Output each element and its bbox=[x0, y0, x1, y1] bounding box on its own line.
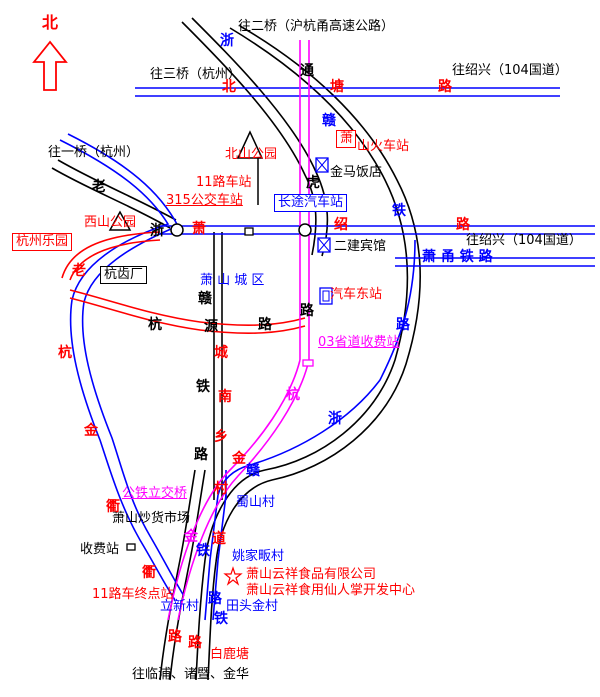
beishan-park-icon bbox=[236, 130, 264, 159]
hangjinqu-road bbox=[59, 139, 176, 601]
zhegan-railway-outer bbox=[207, 25, 421, 681]
road-char-lu-low3: 路 bbox=[208, 591, 222, 607]
road-char-xiao: 萧 bbox=[192, 221, 206, 237]
road-char-tang: 塘 bbox=[330, 79, 344, 95]
road-char-lu-top: 路 bbox=[438, 79, 452, 95]
road-char-tie2: 铁 bbox=[196, 543, 210, 559]
label-company-2: 萧山云祥食用仙人掌开发中心 bbox=[246, 583, 416, 598]
road-char-gan: 赣 bbox=[322, 113, 336, 129]
xishan-park-icon bbox=[108, 210, 132, 231]
road-char-jin2: 金 bbox=[232, 451, 246, 467]
road-char-zhe-top: 浙 bbox=[220, 33, 234, 49]
label-to-yiqiao: 往一桥（杭州） bbox=[48, 145, 140, 160]
xiaoshao-road bbox=[69, 289, 306, 327]
road-char-lu-xiao-y: 路 bbox=[300, 303, 314, 319]
road-char-qu-low: 衢 bbox=[142, 565, 156, 581]
road-char-gan-r: 赣 bbox=[246, 463, 260, 479]
label-to-linpu: 往临浦、诸暨、金华 bbox=[132, 667, 250, 682]
north-arrow-icon bbox=[32, 40, 68, 91]
old-road-west bbox=[51, 167, 171, 229]
road-char-gan-y: 赣 bbox=[198, 291, 212, 307]
label-fried-goods-market: 萧山炒货市场 bbox=[112, 511, 191, 526]
toll-station-icon bbox=[126, 543, 136, 551]
expressway-north-outer bbox=[191, 17, 329, 257]
road-char-cun: 村 bbox=[214, 481, 228, 497]
roundabout-east-icon bbox=[298, 223, 312, 237]
label-gongtie-bridge: 公铁立交桥 bbox=[122, 486, 188, 501]
label-yaojiadai-village: 姚家畈村 bbox=[232, 549, 285, 564]
road-char-hangzhu: 杭 bbox=[148, 317, 162, 333]
label-jinma-hotel: 金马饭店 bbox=[330, 165, 383, 180]
road-char-jin1: 金 bbox=[84, 423, 98, 439]
label-bus315-stop: 315公交车站 bbox=[166, 193, 243, 208]
road-char-lu-hangzhu: 路 bbox=[258, 317, 272, 333]
label-east-bus-station: 汽车东站 bbox=[330, 287, 383, 302]
label-bailutang: 白鹿塘 bbox=[210, 647, 250, 662]
road-char-hang1: 杭 bbox=[58, 345, 72, 361]
road-char-yuan: 源 bbox=[204, 319, 218, 335]
label-lidian-village: 立新村 bbox=[160, 599, 200, 614]
road-char-lao2: 老 bbox=[72, 263, 86, 279]
label-long-distance-station: 长途汽车站 bbox=[274, 194, 348, 212]
road-char-hu: 虎 bbox=[306, 175, 320, 191]
label-erjian-hotel: 二建宾馆 bbox=[334, 239, 387, 254]
label-company-1: 萧山云祥食品有限公司 bbox=[246, 567, 377, 582]
road-char-zhe-r: 浙 bbox=[328, 411, 342, 427]
label-shushan-village: 蜀山村 bbox=[236, 495, 276, 510]
label-hangchi-factory: 杭齿厂 bbox=[100, 266, 148, 284]
road-char-lu-r: 路 bbox=[396, 317, 410, 333]
toll-booth-icon bbox=[302, 359, 314, 367]
road-char-tong: 通 bbox=[300, 63, 314, 79]
roundabout-west-icon bbox=[170, 223, 184, 237]
road-char-tie: 铁 bbox=[392, 203, 406, 219]
label-tiantoujin-village: 田头金村 bbox=[226, 599, 279, 614]
company-star-icon bbox=[223, 566, 243, 586]
label-city-area: 萧 山 城 区 bbox=[200, 273, 265, 288]
road-char-lu-low2: 路 bbox=[188, 635, 202, 651]
road-char-lao: 老 bbox=[92, 179, 106, 195]
road-char-xiang: 乡 bbox=[214, 429, 228, 445]
road-char-shao: 绍 bbox=[334, 217, 348, 233]
label-bus11-terminal: 11路车终点站 bbox=[92, 587, 174, 602]
road-char-cheng: 城 bbox=[214, 345, 228, 361]
label-to-erqiao: 往二桥（沪杭甬高速公路） bbox=[238, 19, 395, 34]
label-to-sanqiao: 往三桥（杭州） bbox=[150, 67, 242, 82]
label-to-shaoxing-top: 往绍兴（104国道） bbox=[452, 63, 568, 78]
road-char-bei: 北 bbox=[222, 79, 236, 95]
road-char-tie-r: 铁 bbox=[214, 611, 228, 627]
label-beishan-park: 北山公园 bbox=[225, 147, 278, 162]
north-label: 北 bbox=[42, 13, 59, 32]
bus-stop-icon bbox=[244, 227, 254, 236]
road-char-lu-y: 路 bbox=[194, 447, 208, 463]
road-char-tie-y: 铁 bbox=[196, 379, 210, 395]
label-hangzhou-paradise: 杭州乐园 bbox=[12, 233, 73, 251]
road-char-qu1: 衢 bbox=[106, 499, 120, 515]
label-bus11-stop: 11路车站 bbox=[196, 175, 252, 190]
road-char-lu-mid: 路 bbox=[456, 217, 470, 233]
label-toll-03: 03省道收费站 bbox=[318, 335, 400, 350]
zhegan-railway bbox=[195, 27, 409, 681]
road-char-zhe-mid: 浙 bbox=[150, 223, 164, 239]
label-toll-station: 收费站 bbox=[80, 542, 120, 557]
road-char-dao: 道 bbox=[212, 531, 226, 547]
label-xiaoshan-station: 山火车站 bbox=[357, 139, 410, 154]
road-char-nan: 南 bbox=[218, 389, 232, 405]
road-char-hang2: 杭 bbox=[286, 387, 300, 403]
label-to-shaoxing-mid: 往绍兴（104国道） bbox=[466, 233, 582, 248]
road-char-lu-low: 路 bbox=[168, 629, 182, 645]
road-char-jin-low: 金 bbox=[184, 529, 198, 545]
provincial-road-03 bbox=[167, 359, 301, 621]
label-xishan-park: 西山公园 bbox=[84, 215, 137, 230]
road-char-xiaoyong-railway: 萧 甬 铁 路 bbox=[422, 249, 493, 265]
expressway-north bbox=[181, 21, 317, 256]
label-xiaoshan-station-box: 萧 bbox=[336, 130, 356, 148]
